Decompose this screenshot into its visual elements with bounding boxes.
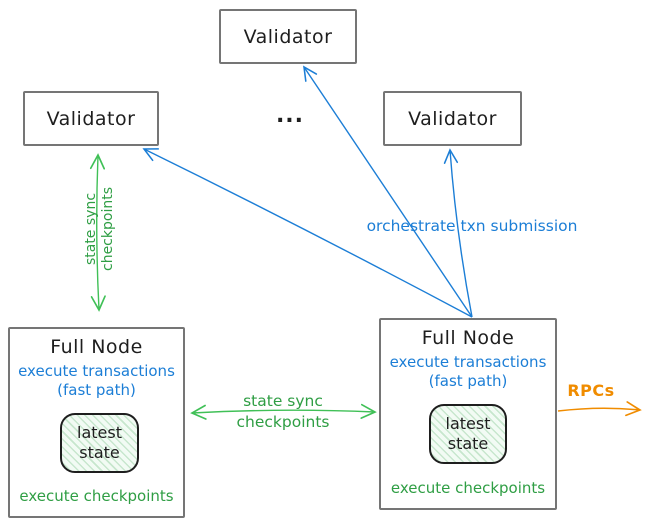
full-node-left-latest-state-box: latest state	[60, 413, 139, 473]
full-node-right-exec-line: execute transactions	[389, 353, 547, 371]
state-sync-horizontal-line1: state sync	[243, 392, 323, 410]
full-node-left-exec-line: execute transactions	[18, 362, 175, 380]
full-node-right-exec-transactions: execute transactions (fast path)	[381, 353, 555, 391]
validator-left-node: Validator	[23, 91, 159, 146]
state-sync-vertical-line2: checkpoints	[100, 187, 116, 271]
validator-right-label: Validator	[408, 107, 497, 130]
full-node-right-latest-state-box: latest state	[429, 404, 507, 464]
full-node-left-fast-path: (fast path)	[57, 381, 136, 399]
state-sync-checkpoints-vertical-label: state sync checkpoints	[83, 187, 117, 271]
latest-state-line2: state	[79, 443, 120, 462]
state-sync-horizontal-line2: checkpoints	[236, 413, 330, 431]
full-node-left: Full Node execute transactions (fast pat…	[8, 327, 185, 518]
full-node-left-title: Full Node	[50, 336, 143, 358]
full-node-right: Full Node execute transactions (fast pat…	[379, 318, 557, 510]
full-node-right-exec-checkpoints: execute checkpoints	[390, 479, 546, 497]
rpcs-label: RPCs	[567, 381, 615, 400]
validators-ellipsis: ...	[275, 103, 305, 128]
full-node-left-exec-transactions: execute transactions (fast path)	[10, 362, 183, 400]
state-sync-vertical-line1: state sync	[83, 192, 99, 266]
validator-top-label: Validator	[243, 25, 333, 48]
latest-state-line1: latest	[445, 414, 491, 433]
latest-state-line2: state	[447, 434, 489, 453]
orchestrate-txn-submission-label: orchestrate txn submission	[366, 217, 578, 235]
validator-top-node: Validator	[219, 9, 357, 64]
arrow-rpcs	[557, 401, 642, 417]
latest-state-line1: latest	[77, 423, 122, 442]
full-node-right-title: Full Node	[421, 327, 515, 349]
full-node-right-fast-path: (fast path)	[428, 372, 508, 390]
full-node-left-exec-checkpoints: execute checkpoints	[19, 487, 174, 505]
validator-left-label: Validator	[46, 107, 136, 130]
validator-right-node: Validator	[383, 91, 522, 146]
